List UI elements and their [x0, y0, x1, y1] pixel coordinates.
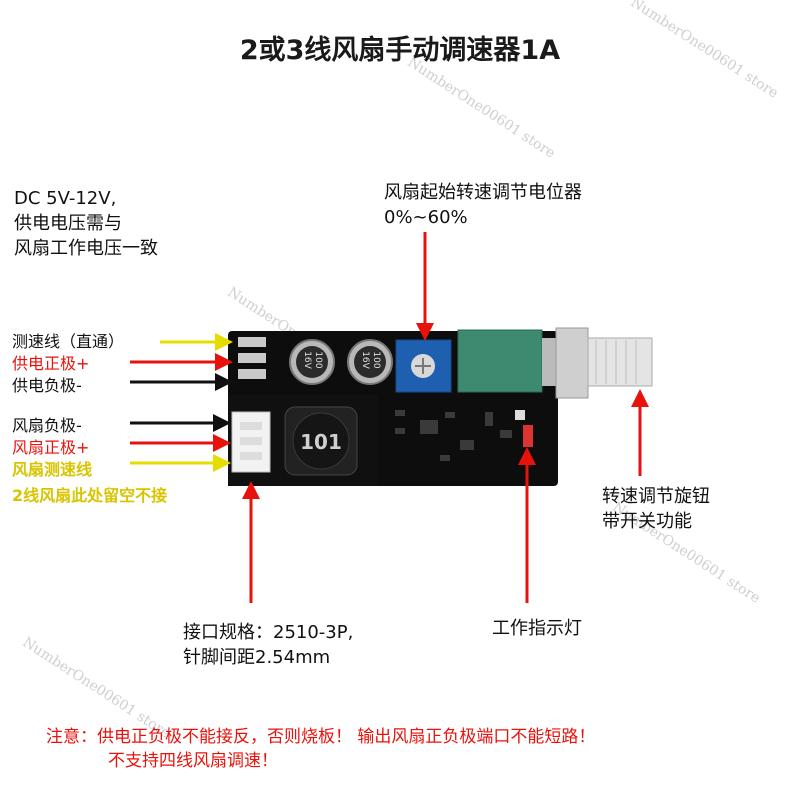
trimmer-pot [395, 339, 452, 393]
fan-connector [231, 411, 271, 473]
pot-note-line-2: 0%~60% [384, 207, 468, 228]
cap1-label-line-1: 100 [313, 351, 323, 369]
label-fan-tach: 风扇测速线 [12, 460, 93, 479]
cap2-label-line-1: 100 [371, 351, 381, 369]
warning-line-2: 不支持四线风扇调速！ [108, 751, 278, 771]
pot-note: 风扇起始转速调节电位器 0%~60% [384, 180, 582, 230]
page-title: 2或3线风扇手动调速器1A [239, 35, 561, 66]
label-power-pos: 供电正极+ [12, 354, 90, 373]
capacitor-1 [289, 339, 335, 385]
label-fan-neg: 风扇负极- [12, 416, 82, 435]
cap2-label: 100 16V [359, 345, 381, 375]
connector-note-line-2: 针脚间距2.54mm [183, 647, 331, 668]
knob-note-line-1: 转速调节旋钮 [602, 486, 710, 507]
label-power-neg: 供电负极- [12, 376, 82, 395]
power-note-line-3: 风扇工作电压一致 [14, 238, 158, 259]
smd-components [395, 410, 512, 461]
rotary-pot [457, 327, 653, 399]
connector-note-line-1: 接口规格：2510-3P, [183, 622, 354, 643]
indicator-led [523, 425, 533, 447]
capacitor-2 [347, 339, 393, 385]
inductor: 101 [284, 406, 358, 476]
pot-note-line-1: 风扇起始转速调节电位器 [384, 182, 582, 203]
connector-note: 接口规格：2510-3P, 针脚间距2.54mm [183, 620, 353, 670]
label-speed-line: 测速线（直通） [12, 332, 125, 351]
arrows [130, 232, 649, 603]
warning-line-1: 注意：供电正负极不能接反，否则烧板！ 输出风扇正负极端口不能短路！ [46, 727, 596, 747]
power-note: DC 5V-12V, 供电电压需与 风扇工作电压一致 [14, 186, 158, 261]
power-note-line-1: DC 5V-12V, [14, 188, 117, 209]
header-pins [238, 337, 266, 379]
knob-note-line-2: 带开关功能 [602, 511, 692, 532]
indicator-note: 工作指示灯 [492, 618, 582, 639]
cap2-label-line-2: 16V [360, 351, 370, 369]
label-fan-pos: 风扇正极+ [12, 438, 90, 457]
knob-note: 转速调节旋钮 带开关功能 [602, 484, 710, 534]
inductor-label: 101 [300, 430, 342, 454]
cap1-label: 100 16V [301, 345, 323, 375]
power-note-line-2: 供电电压需与 [14, 213, 122, 234]
label-two-wire-note: 2线风扇此处留空不接 [12, 486, 168, 505]
cap1-label-line-2: 16V [302, 351, 312, 369]
